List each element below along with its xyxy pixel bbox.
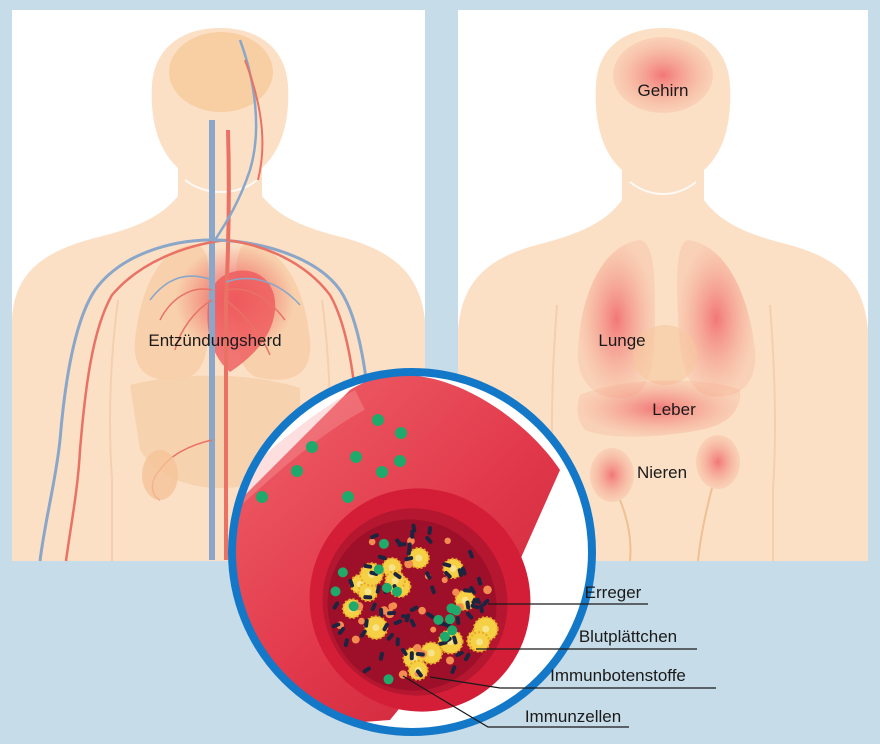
pathogen bbox=[338, 567, 348, 577]
immune-cell-nucleus bbox=[428, 650, 435, 657]
cytokines-callout: Immunbotenstoffe bbox=[550, 666, 686, 685]
platelet bbox=[358, 618, 365, 625]
immune-cell-nucleus bbox=[415, 555, 422, 562]
left-kidney bbox=[590, 448, 634, 502]
pathogen bbox=[331, 586, 341, 596]
platelet bbox=[444, 538, 450, 544]
kidneys-label: Nieren bbox=[637, 463, 687, 482]
immune-cell-nucleus bbox=[392, 577, 399, 584]
pathogen-rod bbox=[379, 608, 384, 617]
platelet bbox=[352, 636, 360, 644]
right-kidney bbox=[696, 435, 740, 489]
pathogen bbox=[349, 601, 359, 611]
immune-cell-nucleus bbox=[482, 625, 489, 632]
pathogen bbox=[379, 539, 389, 549]
pathogen bbox=[374, 564, 384, 574]
platelet bbox=[442, 577, 448, 583]
pathogens-callout: Erreger bbox=[585, 583, 642, 602]
platelet bbox=[413, 644, 421, 652]
immune-cell-nucleus bbox=[372, 624, 379, 631]
liver-label: Leber bbox=[652, 400, 696, 419]
pathogen-rod bbox=[363, 595, 372, 599]
platelet bbox=[418, 607, 426, 615]
pathogen bbox=[392, 587, 402, 597]
lungs-label: Lunge bbox=[598, 331, 645, 350]
pathogen bbox=[445, 614, 455, 624]
platelet bbox=[369, 539, 376, 546]
pathogen bbox=[447, 625, 457, 635]
inflammation-label: Entzündungsherd bbox=[148, 331, 281, 350]
immune-cell-nucleus bbox=[476, 638, 483, 645]
platelet bbox=[388, 603, 395, 610]
platelets-callout: Blutplättchen bbox=[579, 627, 677, 646]
pathogen-rod bbox=[396, 637, 400, 646]
brain-label: Gehirn bbox=[637, 81, 688, 100]
pathogen-rod bbox=[407, 542, 412, 551]
immune-cell-nucleus bbox=[389, 564, 396, 571]
platelet bbox=[452, 589, 459, 596]
pathogen bbox=[382, 583, 392, 593]
platelet bbox=[483, 585, 492, 594]
pathogen bbox=[446, 603, 456, 613]
pathogen bbox=[433, 615, 443, 625]
platelet bbox=[430, 627, 436, 633]
platelet bbox=[446, 656, 454, 664]
brain-organ bbox=[613, 37, 713, 113]
pathogen bbox=[383, 674, 393, 684]
pathogen-rod bbox=[410, 651, 414, 660]
immune-cells-callout: Immunzellen bbox=[525, 707, 621, 726]
immune-cell-nucleus bbox=[365, 588, 372, 595]
